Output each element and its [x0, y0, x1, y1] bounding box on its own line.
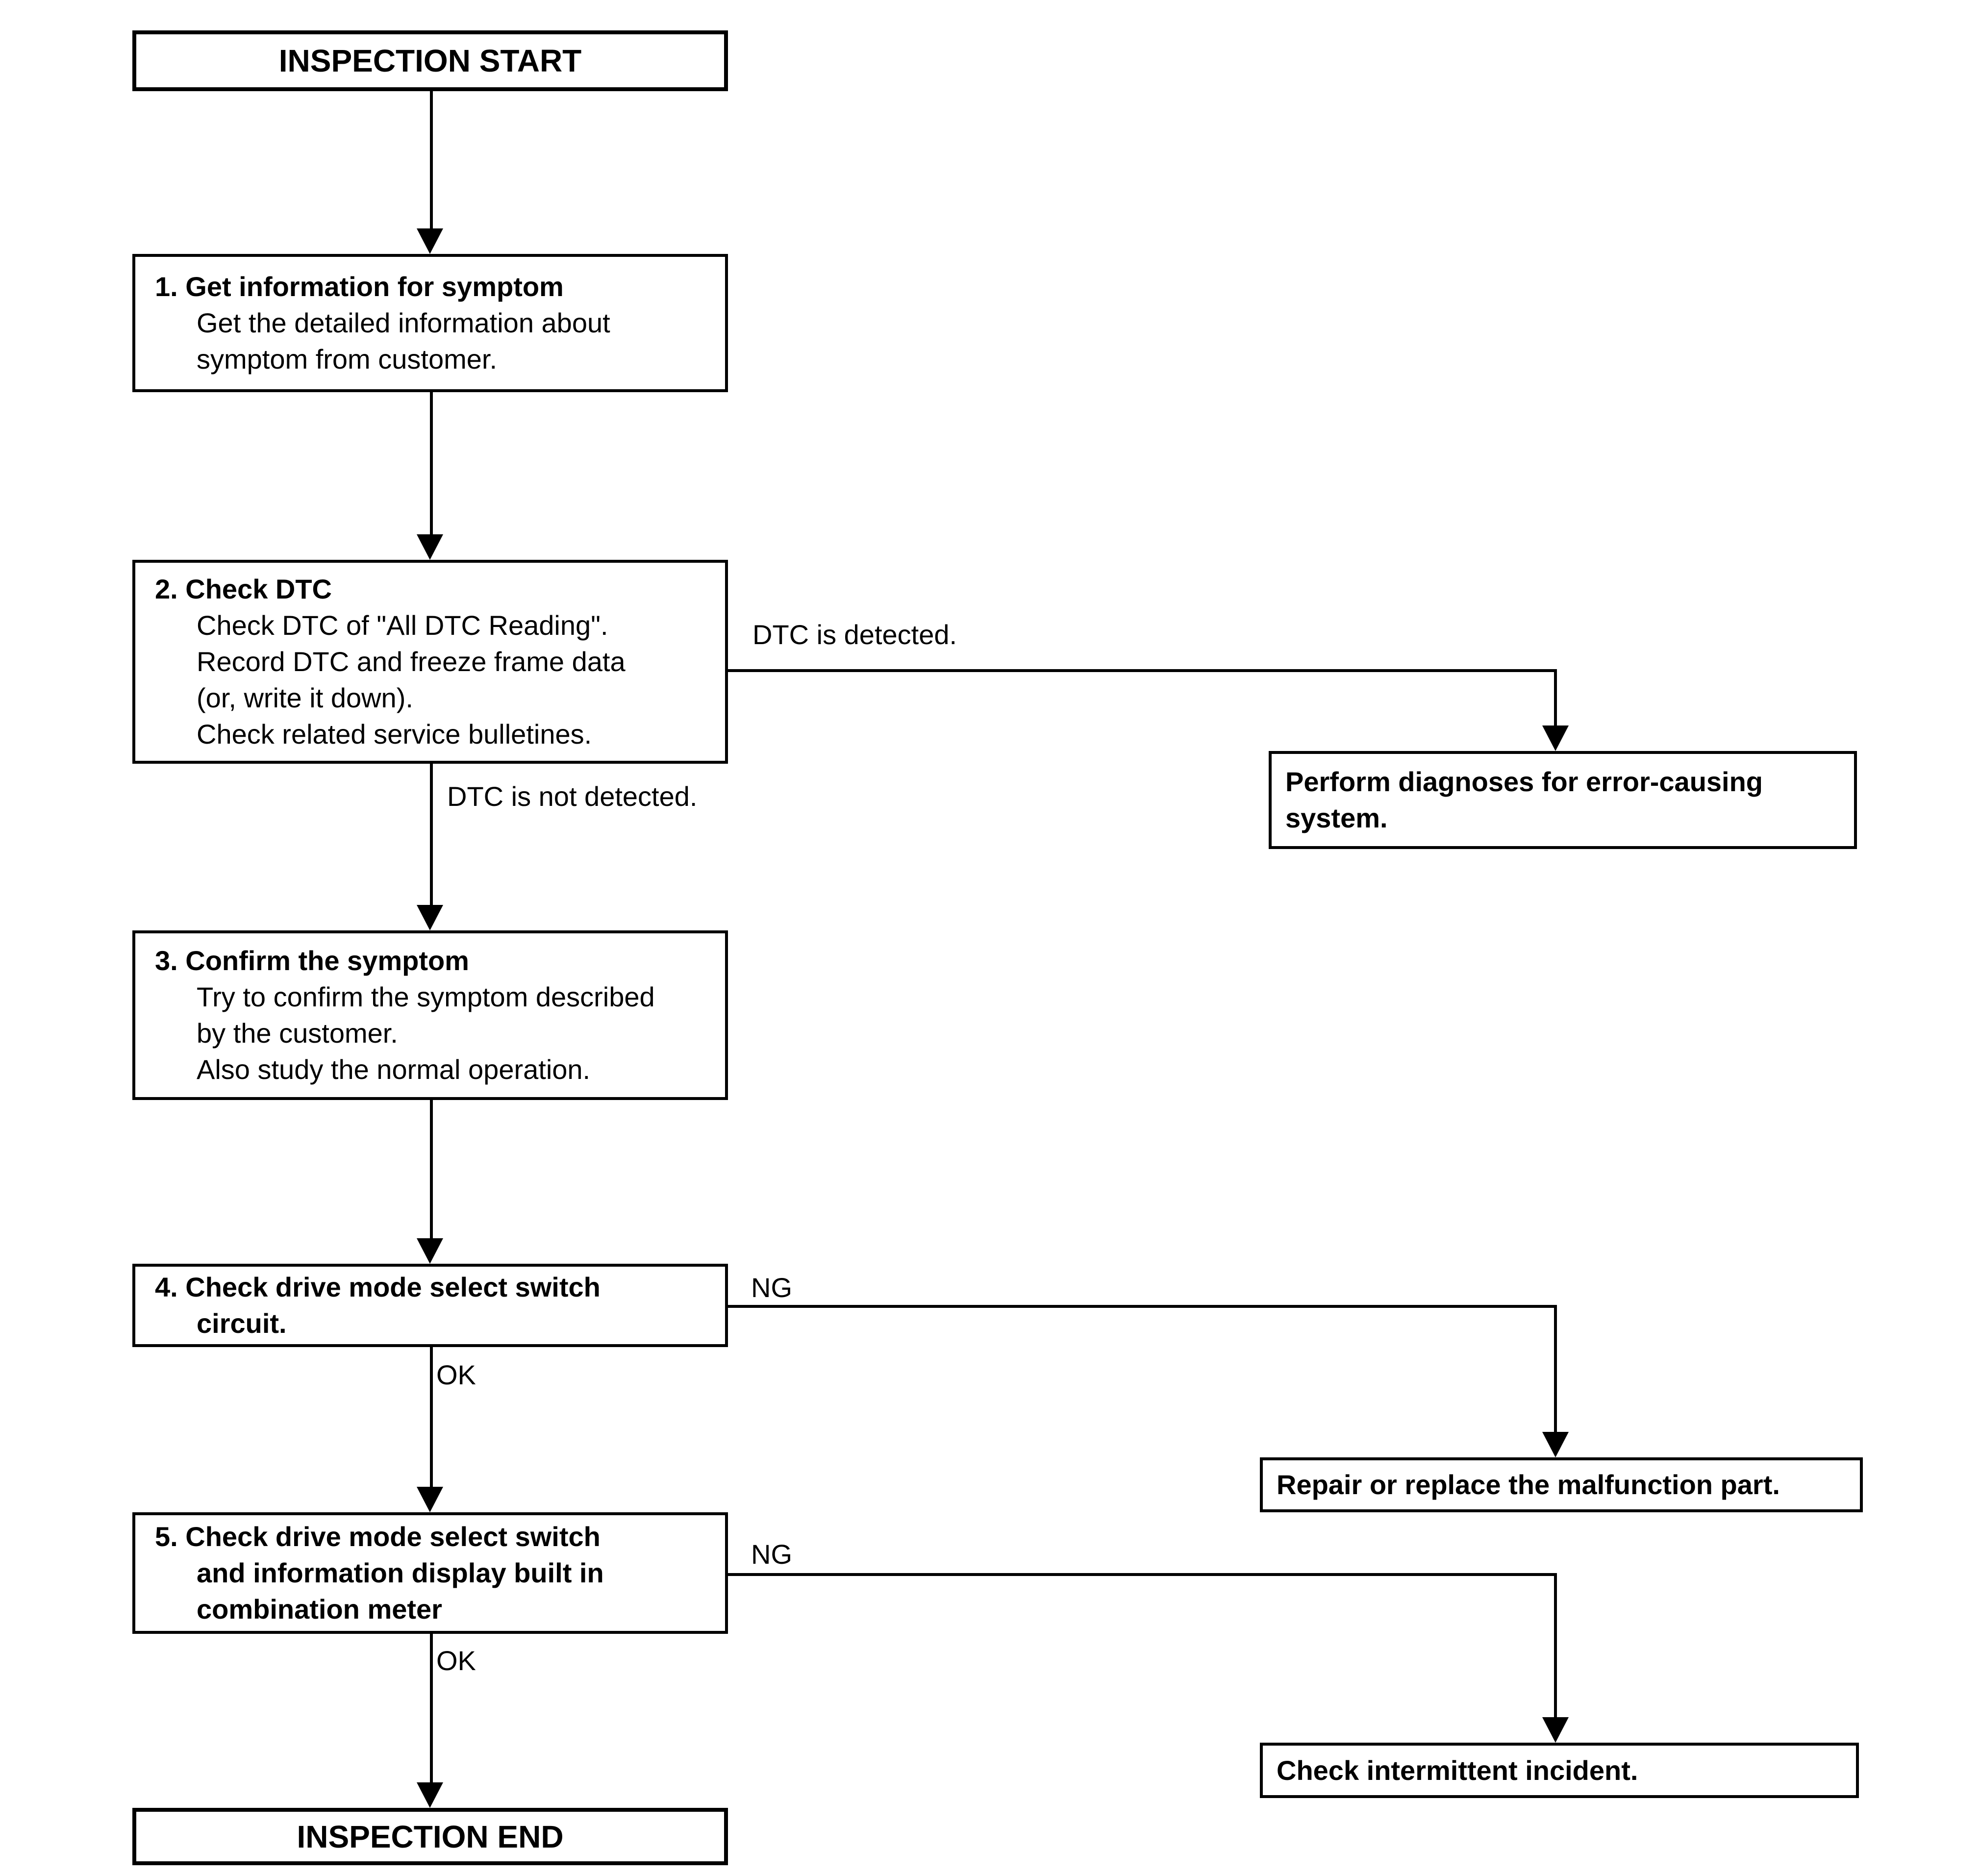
- step-1-body: Get the detailed information about sympt…: [197, 307, 610, 375]
- edge-label-ok-step4: OK: [436, 1359, 476, 1390]
- end-box: INSPECTION END: [132, 1808, 728, 1865]
- edge-label-ng-step4: NG: [751, 1272, 792, 1303]
- arrowhead-action-1-icon: [1542, 725, 1569, 751]
- arrowhead-step1-icon: [417, 228, 443, 254]
- edge-ng-step5-vline: [1554, 1573, 1557, 1717]
- action-3-label: Check intermittent incident.: [1277, 1754, 1638, 1786]
- start-label: INSPECTION START: [278, 43, 582, 78]
- arrowhead-action-3-icon: [1542, 1717, 1569, 1743]
- action-box-check-intermittent: Check intermittent incident.: [1260, 1743, 1859, 1798]
- step-2-title: 2. Check DTC: [155, 574, 332, 604]
- arrowhead-end-icon: [417, 1782, 443, 1808]
- arrowhead-step4-icon: [417, 1238, 443, 1264]
- edge-label-dtc-not-detected: DTC is not detected.: [447, 781, 698, 812]
- connector-step1-step2: [430, 392, 433, 534]
- step-3-body: Try to confirm the symptom described by …: [197, 981, 655, 1085]
- step-5-title: 5. Check drive mode select switch and in…: [155, 1521, 604, 1625]
- edge-ng-step5-hline: [728, 1573, 1557, 1576]
- action-box-perform-diagnoses: Perform diagnoses for error-causing syst…: [1269, 751, 1857, 849]
- step-4-title: 4. Check drive mode select switch circui…: [155, 1272, 601, 1339]
- step-box-1: 1. Get information for symptom Get the d…: [132, 254, 728, 392]
- arrowhead-step5-icon: [417, 1487, 443, 1512]
- edge-dtc-detected-hline: [728, 669, 1557, 672]
- connector-step2-step3: [430, 764, 433, 905]
- edge-label-dtc-detected: DTC is detected.: [752, 619, 957, 650]
- edge-label-ok-step5: OK: [436, 1645, 476, 1676]
- edge-ng-step4-vline: [1554, 1305, 1557, 1432]
- connector-step5-end: [430, 1634, 433, 1782]
- step-box-4: 4. Check drive mode select switch circui…: [132, 1264, 728, 1347]
- edge-label-ng-step5: NG: [751, 1539, 792, 1570]
- connector-step3-step4: [430, 1100, 433, 1238]
- action-2-label: Repair or replace the malfunction part.: [1277, 1469, 1780, 1500]
- end-label: INSPECTION END: [297, 1819, 564, 1854]
- action-1-label: Perform diagnoses for error-causing syst…: [1285, 766, 1763, 833]
- arrowhead-action-2-icon: [1542, 1432, 1569, 1457]
- arrowhead-step2-icon: [417, 534, 443, 560]
- step-2-body: Check DTC of "All DTC Reading". Record D…: [197, 610, 626, 750]
- step-box-2: 2. Check DTC Check DTC of "All DTC Readi…: [132, 560, 728, 764]
- arrowhead-step3-icon: [417, 905, 443, 930]
- connector-step4-step5: [430, 1347, 433, 1487]
- step-1-title: 1. Get information for symptom: [155, 271, 564, 302]
- action-box-repair-replace: Repair or replace the malfunction part.: [1260, 1457, 1863, 1512]
- step-box-3: 3. Confirm the symptom Try to confirm th…: [132, 930, 728, 1100]
- edge-ng-step4-hline: [728, 1305, 1557, 1308]
- start-box: INSPECTION START: [132, 30, 728, 91]
- step-3-title: 3. Confirm the symptom: [155, 945, 469, 976]
- edge-dtc-detected-vline: [1554, 669, 1557, 725]
- step-box-5: 5. Check drive mode select switch and in…: [132, 1512, 728, 1634]
- connector-start-step1: [430, 91, 433, 228]
